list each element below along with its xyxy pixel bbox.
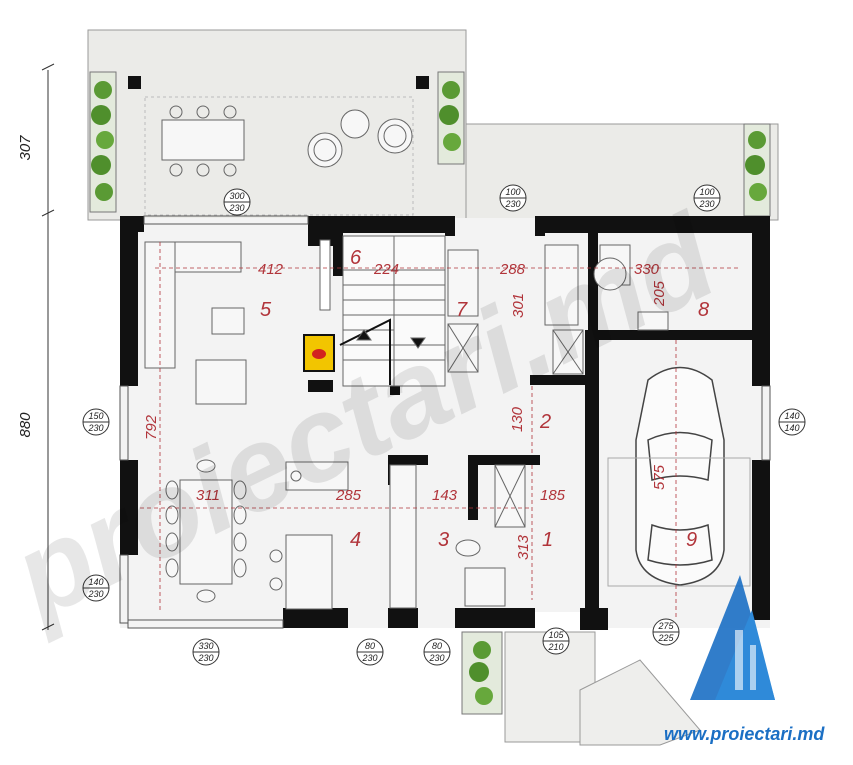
opening-bubble-entrance-door: 105 210 <box>542 627 570 655</box>
dim-792: 792 <box>143 414 160 440</box>
svg-text:230: 230 <box>87 589 103 599</box>
opening-bubble-door-top-right: 100 230 <box>693 184 721 212</box>
room-number-6: 6 <box>350 247 362 269</box>
opening-bubble-window-bottom-left: 330 230 <box>192 638 220 666</box>
planter-right <box>743 123 771 217</box>
svg-text:140: 140 <box>784 411 799 421</box>
kitchen-island <box>269 461 349 610</box>
svg-text:210: 210 <box>547 642 563 652</box>
walls <box>120 216 770 630</box>
svg-text:225: 225 <box>657 633 674 643</box>
svg-text:275: 275 <box>657 621 674 631</box>
svg-text:80: 80 <box>432 641 442 651</box>
svg-text:100: 100 <box>505 187 520 197</box>
entrance-step <box>579 659 701 746</box>
windows <box>119 215 771 629</box>
dim-224: 224 <box>373 261 399 278</box>
opening-bubble-window-left-upper: 150 230 <box>82 408 110 436</box>
room-number-7: 7 <box>456 299 468 321</box>
room-number-4: 4 <box>350 529 361 551</box>
overall-dim-lower: 880 <box>17 412 34 438</box>
svg-text:230: 230 <box>361 653 377 663</box>
svg-text:100: 100 <box>699 187 714 197</box>
room-number-1: 1 <box>542 529 553 551</box>
svg-text:330: 330 <box>198 641 213 651</box>
svg-text:230: 230 <box>698 199 714 209</box>
dim-412: 412 <box>258 261 284 278</box>
dim-311: 311 <box>196 487 220 504</box>
dim-130: 130 <box>509 406 526 432</box>
kitchen-counter <box>389 464 417 609</box>
room-number-9: 9 <box>686 529 697 551</box>
room-number-8: 8 <box>698 299 709 321</box>
opening-bubble-door-top-mid: 100 230 <box>499 184 527 212</box>
opening-bubble-window-left-lower: 140 230 <box>82 574 110 602</box>
dimension-lines <box>140 242 740 620</box>
svg-text:230: 230 <box>197 653 213 663</box>
svg-text:150: 150 <box>88 411 103 421</box>
planter-entrance <box>461 631 503 715</box>
column <box>128 76 141 89</box>
dim-301: 301 <box>510 293 527 318</box>
overall-dimension-line <box>41 63 55 631</box>
svg-text:105: 105 <box>548 630 564 640</box>
living-sofa <box>144 241 247 405</box>
dim-185: 185 <box>540 487 566 504</box>
room-number-5: 5 <box>260 299 272 321</box>
dim-288: 288 <box>499 261 526 278</box>
bathroom-fixtures <box>447 244 669 607</box>
dim-285: 285 <box>335 487 362 504</box>
dim-313: 313 <box>515 534 532 560</box>
svg-text:230: 230 <box>504 199 520 209</box>
opening-bubble-top-window: 300 230 <box>223 188 251 216</box>
opening-bubble-window-bottom-mid2: 80 230 <box>423 638 451 666</box>
garage-mat <box>607 457 751 587</box>
svg-text:80: 80 <box>365 641 375 651</box>
built-in-storage <box>319 239 331 311</box>
dim-143: 143 <box>432 487 458 504</box>
planter-left <box>89 71 117 213</box>
opening-bubble-window-right: 140 140 <box>778 408 806 436</box>
car-icon <box>635 366 725 586</box>
svg-text:230: 230 <box>87 423 103 433</box>
room-number-2: 2 <box>539 411 551 433</box>
terrace-rug <box>144 96 414 216</box>
svg-text:230: 230 <box>228 203 244 213</box>
room-number-3: 3 <box>438 529 449 551</box>
company-logo-icon <box>690 575 775 700</box>
terrace-dining-table <box>161 105 245 177</box>
dim-330: 330 <box>634 261 660 278</box>
svg-text:300: 300 <box>229 191 244 201</box>
opening-bubble-garage-door: 275 225 <box>652 618 680 646</box>
svg-text:140: 140 <box>784 423 799 433</box>
opening-bubble-window-bottom-mid1: 80 230 <box>356 638 384 666</box>
overall-dim-upper: 307 <box>17 135 34 161</box>
column <box>416 76 429 89</box>
dim-205: 205 <box>651 280 668 307</box>
terrace-lounge-chairs <box>307 109 413 168</box>
svg-text:140: 140 <box>88 577 103 587</box>
planter-mid <box>437 71 465 165</box>
brand-url: www.proiectari.md <box>664 724 825 744</box>
fireplace-icon <box>303 334 335 372</box>
dining-table <box>165 459 247 603</box>
dim-575: 575 <box>651 464 668 490</box>
svg-text:230: 230 <box>428 653 444 663</box>
staircase <box>339 235 446 387</box>
